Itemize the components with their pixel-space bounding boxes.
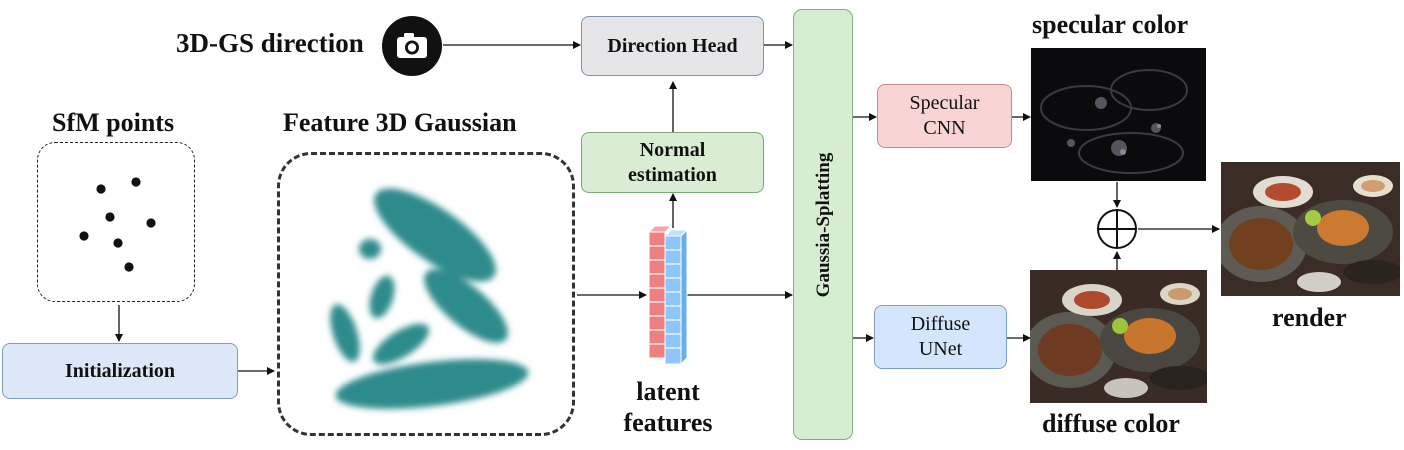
latent-features-label: latent features [623,377,713,438]
diffuse-color-image [1030,270,1207,403]
gaussian-splatting-label: Gaussia-Splatting [813,152,834,298]
camera-icon [382,16,442,76]
render-image [1221,162,1400,296]
gaussian-splatting-block: Gaussia-Splatting [793,9,853,440]
feature-gaussian-box [277,152,575,436]
sfm-point-cloud [79,177,156,272]
normal-estimation-block: Normal estimation [581,132,764,193]
direction-head-block: Direction Head [581,16,764,76]
specular-color-label: specular color [1032,10,1189,39]
direction-input-label: 3D-GS direction [176,28,364,58]
render-label: render [1272,303,1347,332]
specular-color-image [1031,48,1206,181]
sfm-points-label: SfM points [52,108,175,137]
specular-cnn-block: Specular CNN [877,84,1012,148]
circled-plus-icon [1097,209,1137,249]
initialization-block: Initialization [2,343,238,399]
latent-feature-stack [647,226,689,366]
diffuse-color-label: diffuse color [1042,409,1180,438]
feature-gaussian-label: Feature 3D Gaussian [283,108,517,137]
diffuse-unet-block: Diffuse UNet [874,305,1007,369]
gaussian-ellipses [330,188,529,409]
sfm-points-box [37,142,195,302]
